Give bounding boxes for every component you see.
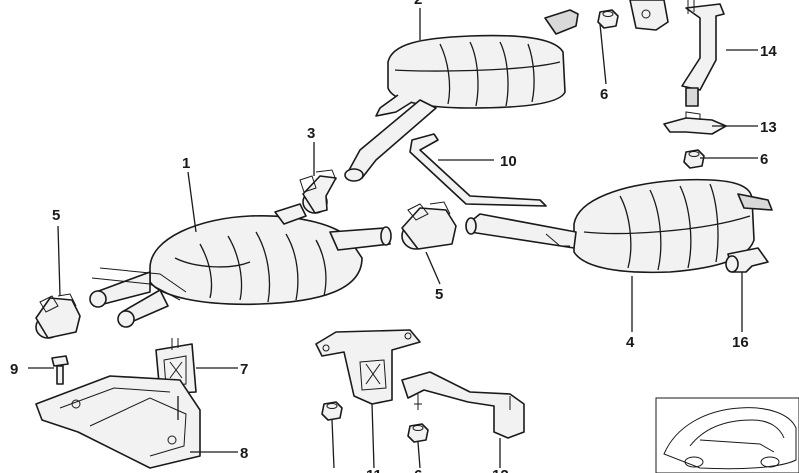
callout-10: 10	[500, 153, 517, 170]
callout-1: 1	[182, 155, 190, 172]
callout-7: 7	[240, 361, 248, 378]
callout-14: 14	[760, 43, 777, 60]
callout-16: 16	[732, 334, 749, 351]
clamp-upper	[299, 169, 337, 214]
small-bracket	[663, 111, 727, 135]
cross-member-plate	[35, 375, 201, 469]
nut-bottom-left	[321, 401, 343, 421]
rear-muffler-lower	[465, 178, 773, 274]
clamp-left	[35, 293, 81, 339]
rear-hanger-bracket	[629, 0, 725, 107]
car-inset	[655, 397, 799, 473]
nut-right	[683, 149, 705, 169]
callout-12: 12	[492, 467, 509, 473]
callout-5-left: 5	[52, 207, 60, 224]
callout-2: 2	[414, 0, 422, 8]
bracket-bar	[409, 133, 547, 207]
callout-8: 8	[240, 445, 248, 462]
callout-3: 3	[307, 125, 315, 142]
rear-muffler-upper	[344, 9, 579, 182]
callout-6-right: 6	[760, 151, 768, 168]
callout-11: 11	[366, 467, 382, 473]
front-hanger	[315, 329, 421, 405]
callout-9: 9	[10, 361, 18, 378]
callout-4: 4	[626, 334, 635, 351]
callout-6-bottom: 6	[414, 467, 422, 473]
bolt	[51, 355, 69, 385]
callout-6-top: 6	[600, 86, 608, 103]
leader-lines	[28, 8, 758, 469]
angled-bracket	[401, 371, 525, 439]
clamp-center	[401, 201, 457, 250]
callout-labels: 2 3 1 6 14 13 6 10 5 5 4 16 7 8 9 11 6 1…	[10, 0, 777, 473]
center-muffler	[89, 203, 392, 328]
nut-bottom-mid	[407, 423, 429, 443]
callout-5-center: 5	[435, 286, 443, 303]
tail-pipe-elbow	[725, 247, 769, 273]
callout-13: 13	[760, 119, 777, 136]
nut-top	[597, 9, 619, 29]
